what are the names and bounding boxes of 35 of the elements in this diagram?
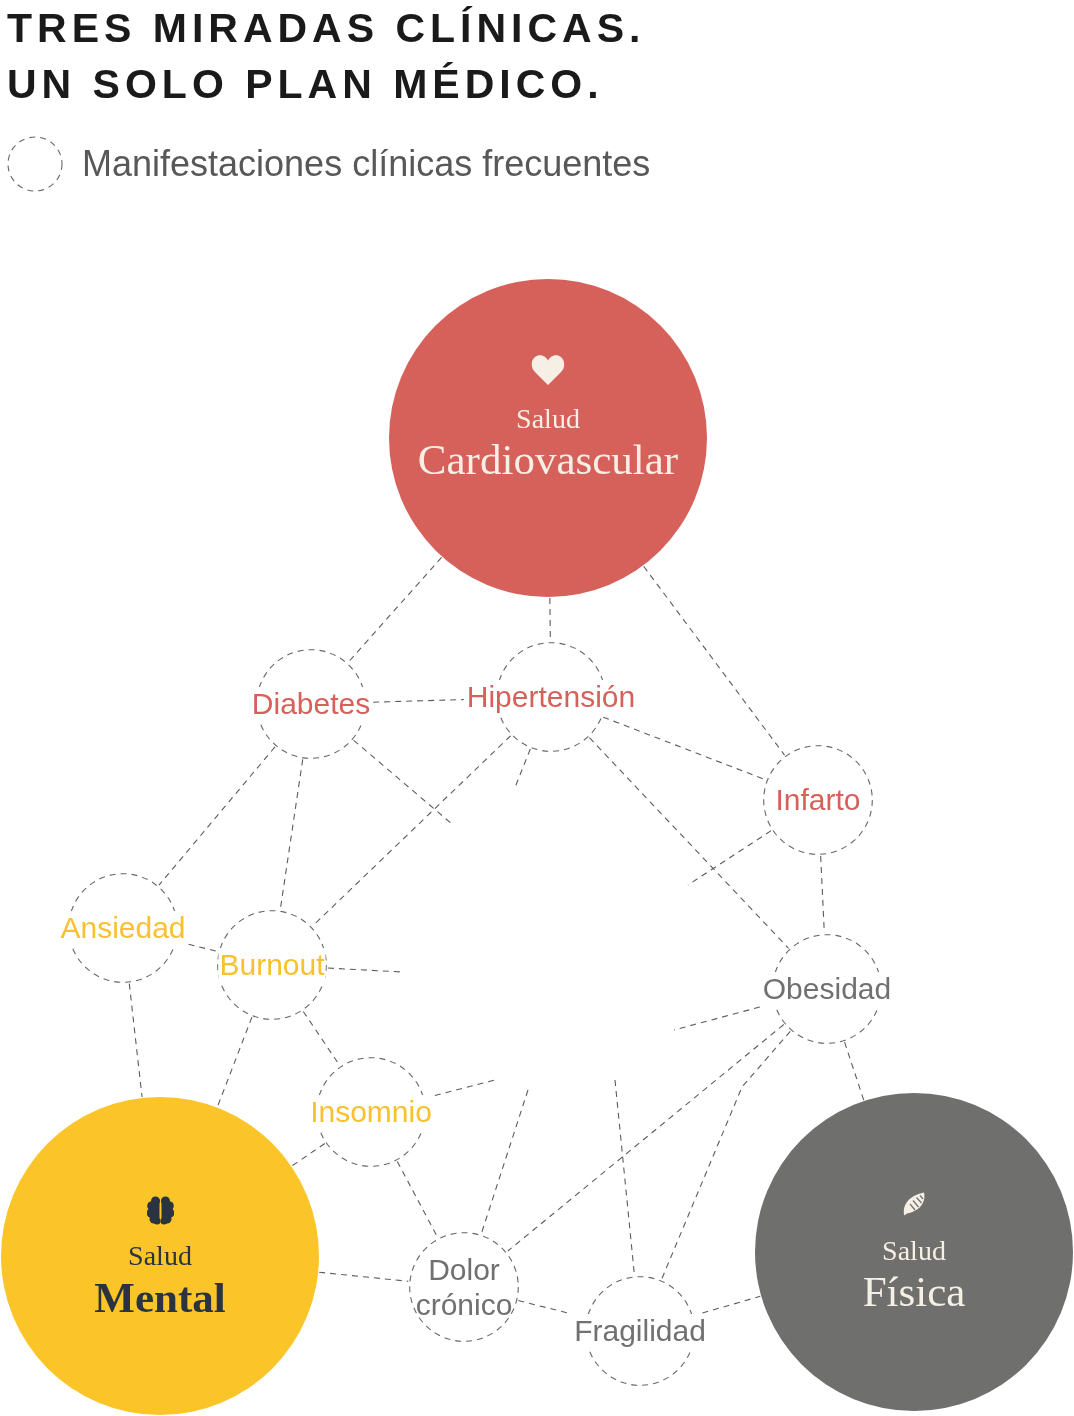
dashed-connector: [673, 1006, 761, 1031]
dashed-connector: [158, 746, 276, 886]
dashed-connector: [318, 1271, 409, 1282]
node-label: Mental: [94, 1273, 226, 1324]
dashed-circle: [409, 1232, 519, 1342]
dashed-connector: [216, 1016, 253, 1108]
dashed-circle: [217, 910, 327, 1020]
node-label: Salud: [516, 402, 580, 436]
dashed-circle: [763, 745, 873, 855]
dashed-connector: [507, 1024, 785, 1252]
node-label: Física: [862, 1267, 966, 1318]
node-label: Salud: [882, 1234, 946, 1268]
dashed-connector: [434, 1079, 496, 1097]
dashed-connector: [291, 1143, 326, 1167]
legend-label: Manifestaciones clínicas frecuentes: [82, 144, 651, 184]
node-label: Salud: [128, 1239, 192, 1273]
node-label: Obesidad: [761, 972, 893, 1006]
node-label: Ansiedad: [59, 911, 187, 945]
dashed-connector: [844, 1041, 865, 1101]
dashed-connector: [353, 739, 453, 825]
dashed-connector: [588, 737, 790, 949]
node-label: Dolor crónico: [414, 1252, 514, 1322]
dashed-connector: [661, 1030, 791, 1280]
node-label: Fragilidad: [573, 1314, 707, 1348]
title: TRES MIRADAS CLÍNICAS. UN SOLO PLAN MÉDICO.: [7, 4, 647, 109]
node-label: Cardiovascular: [417, 435, 679, 486]
dashed-connector: [188, 943, 217, 952]
dashed-connector: [480, 1089, 529, 1235]
dashed-connector: [643, 565, 786, 756]
dashed-connector: [128, 983, 143, 1098]
dashed-connector: [372, 699, 465, 703]
dashed-connector: [347, 556, 443, 663]
node-label: Burnout: [218, 948, 326, 982]
dashed-connector: [327, 967, 403, 973]
dashed-connector: [701, 1295, 761, 1314]
